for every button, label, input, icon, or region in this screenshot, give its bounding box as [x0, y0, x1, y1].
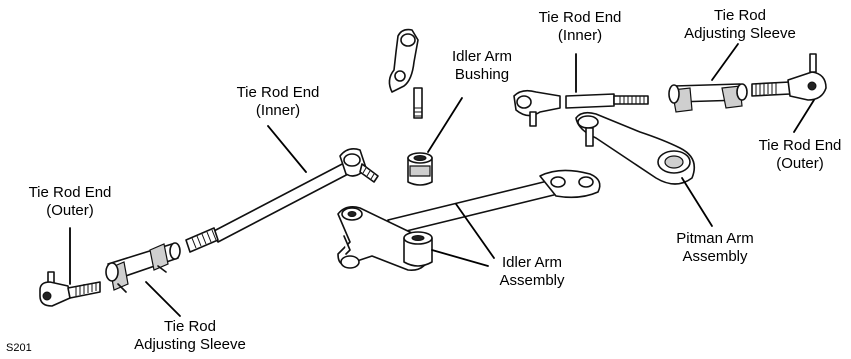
leader-idler-arm-b: [431, 249, 489, 267]
right-outer-tie-rod-end: [751, 53, 827, 101]
idler-arm-assembly: [337, 206, 433, 271]
label-idler-arm-assembly: Idler Arm Assembly: [499, 254, 565, 289]
label-idler-arm-bushing: Idler Arm Bushing: [451, 48, 512, 83]
label-tie-rod-end-inner-mid: Tie Rod End (Inner): [236, 84, 320, 119]
upper-inner-tie-rod-end: [513, 89, 649, 127]
leader-tie-rod-end-outer-right: [793, 99, 815, 133]
leader-idler-arm-a: [455, 203, 495, 259]
label-tie-rod-end-outer-left: Tie Rod End (Outer): [28, 184, 112, 219]
upper-adjusting-sleeve: [668, 83, 748, 113]
leader-tie-rod-end-inner-mid: [267, 125, 307, 173]
leader-adjusting-sleeve-top: [711, 43, 739, 81]
label-tie-rod-adjusting-sleeve-top: Tie Rod Adjusting Sleeve: [684, 7, 796, 42]
pitman-arm-assembly: [575, 111, 696, 185]
figure-code: S201: [6, 342, 32, 354]
leader-pitman-arm: [681, 177, 713, 227]
label-tie-rod-end-outer-right: Tie Rod End (Outer): [758, 137, 842, 172]
idler-arm-bushing: [407, 152, 433, 186]
left-outer-tie-rod-end: [39, 271, 101, 307]
leader-adjusting-sleeve-bottom: [145, 281, 181, 317]
leader-idler-arm-bushing: [427, 97, 463, 153]
label-tie-rod-end-inner-top: Tie Rod End (Inner): [538, 9, 622, 44]
label-tie-rod-adjusting-sleeve-bottom: Tie Rod Adjusting Sleeve: [134, 318, 246, 353]
label-pitman-arm-assembly: Pitman Arm Assembly: [676, 230, 754, 265]
idler-arm-bracket: [388, 28, 423, 119]
long-tie-rod: [185, 148, 379, 253]
left-adjusting-sleeve: [105, 242, 181, 293]
